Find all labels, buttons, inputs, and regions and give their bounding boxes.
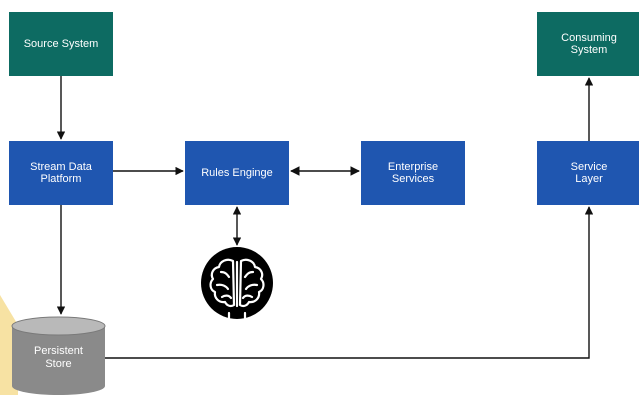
node-label: Rules Enginge (201, 167, 273, 179)
node-label: Consuming System (561, 32, 617, 56)
node-label: Service Layer (570, 161, 608, 185)
node-persistent-store-label: Persistent Store (34, 345, 83, 370)
node-enterprise-services: Enterprise Services (361, 141, 465, 205)
node-label: Source System (23, 38, 99, 50)
node-source-system: Source System (9, 12, 113, 76)
node-stream-data-platform: Stream Data Platform (9, 141, 113, 205)
node-label: Stream Data Platform (30, 161, 92, 185)
node-service-layer: Service Layer (537, 141, 639, 205)
arrow-store-to-service (105, 206, 594, 359)
node-label: Enterprise Services (387, 161, 439, 185)
brain-icon (201, 247, 273, 320)
node-consuming-system: Consuming System (537, 12, 639, 76)
node-rules-engine: Rules Enginge (185, 141, 289, 205)
database-cylinder-icon (11, 316, 106, 395)
